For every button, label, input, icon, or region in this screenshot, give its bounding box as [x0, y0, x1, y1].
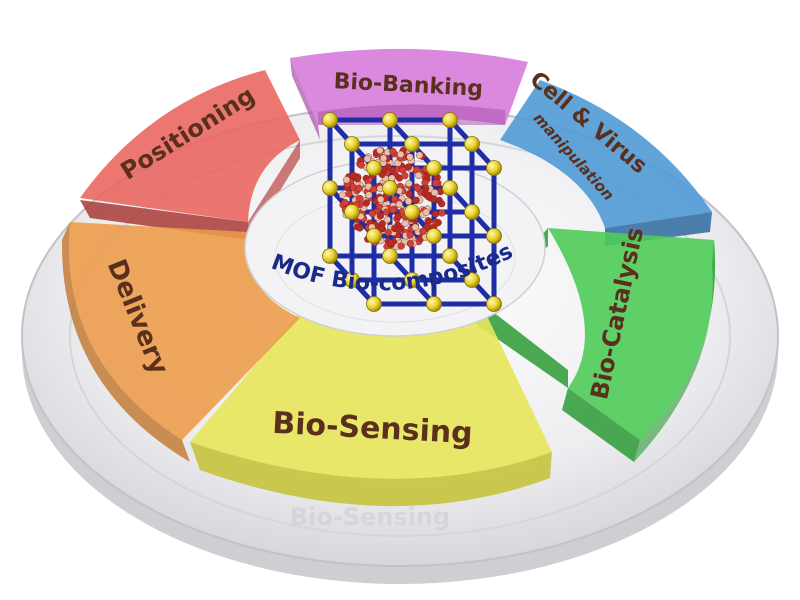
segment-bio-banking — [290, 48, 528, 140]
protein-cluster — [338, 146, 446, 251]
lattice-nodes — [322, 112, 502, 312]
segment-bio-catalysis — [470, 228, 716, 462]
segment-ring — [61, 48, 716, 507]
segment-delivery — [61, 222, 300, 462]
reflection-text: Bio-Sensing — [290, 503, 450, 531]
mof-lattice-illustration — [322, 112, 502, 312]
segment-bio-sensing — [190, 312, 552, 507]
